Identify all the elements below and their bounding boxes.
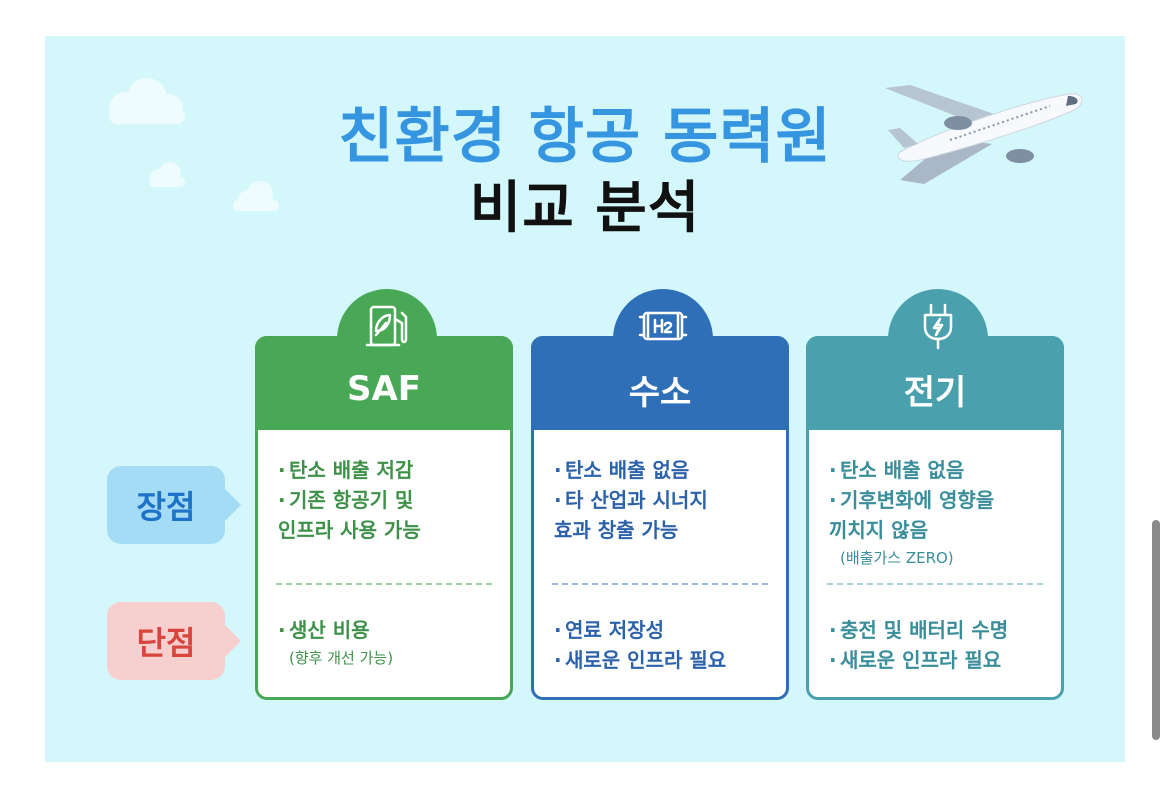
hydrogen-tank-icon: [638, 311, 688, 341]
electric-plug-icon: [923, 303, 953, 350]
card-title: 전기: [903, 372, 967, 413]
list-item-note: (향후 개선 가능): [289, 649, 394, 667]
list-item: ·타 산업과 시너지: [554, 488, 708, 512]
divider: [552, 583, 768, 585]
cons-list: ·연료 저장성 ·새로운 인프라 필요: [554, 615, 772, 675]
cloud-icon: [95, 76, 191, 126]
pros-list: ·탄소 배출 저감 ·기존 항공기 및 인프라 사용 가능: [278, 455, 496, 545]
divider: [276, 583, 492, 585]
fuel-pump-leaf-icon: [365, 305, 408, 347]
list-item: ·새로운 인프라 필요: [829, 648, 1002, 672]
airplane-icon: [880, 80, 1090, 194]
card-title: 수소: [628, 372, 692, 413]
list-item-continuation: 인프라 사용 가능: [278, 518, 421, 542]
list-item-note: (배출가스 ZERO): [840, 549, 954, 567]
list-item-continuation: 끼치지 않음: [829, 518, 928, 542]
list-item: ·연료 저장성: [554, 618, 664, 642]
cons-list: ·충전 및 배터리 수명 ·새로운 인프라 필요: [829, 615, 1047, 675]
scrollbar[interactable]: [1152, 520, 1160, 740]
pros-list: ·탄소 배출 없음 ·타 산업과 시너지 효과 창출 가능: [554, 455, 772, 545]
title-line-1: 친환경 항공 동력원: [338, 102, 832, 172]
card-header: SAF: [255, 336, 513, 430]
cons-label: 단점: [107, 602, 241, 680]
list-item: ·탄소 배출 없음: [829, 458, 965, 482]
list-item: ·기존 항공기 및: [278, 488, 414, 512]
card-saf: SAF ·탄소 배출 저감 ·기존 항공기 및 인프라 사용 가능 ·생산 비용…: [255, 289, 513, 700]
cloud-icon: [227, 181, 283, 213]
cloud-icon: [143, 161, 189, 189]
list-item: ·탄소 배출 없음: [554, 458, 690, 482]
card-hydrogen: 수소 ·탄소 배출 없음 ·타 산업과 시너지 효과 창출 가능 ·연료 저장성…: [531, 289, 789, 700]
list-item-continuation: 효과 창출 가능: [554, 518, 679, 542]
list-item: ·충전 및 배터리 수명: [829, 618, 1009, 642]
list-item: ·탄소 배출 저감: [278, 458, 414, 482]
title-line-2: 비교 분석: [469, 176, 701, 241]
cons-list: ·생산 비용 (향후 개선 가능): [278, 615, 496, 671]
list-item: ·새로운 인프라 필요: [554, 648, 727, 672]
card-title: SAF: [346, 369, 422, 409]
card-electric: 전기 ·탄소 배출 없음 ·기후변화에 영향을 끼치지 않음 (배출가스 ZER…: [806, 289, 1064, 700]
card-header: 전기: [806, 336, 1064, 430]
list-item: ·기후변화에 영향을: [829, 488, 995, 512]
list-item: ·생산 비용: [278, 618, 370, 642]
pros-label: 장점: [107, 466, 241, 544]
divider: [827, 583, 1043, 585]
pros-list: ·탄소 배출 없음 ·기후변화에 영향을 끼치지 않음 (배출가스 ZERO): [829, 455, 1047, 571]
card-header: 수소: [531, 336, 789, 430]
